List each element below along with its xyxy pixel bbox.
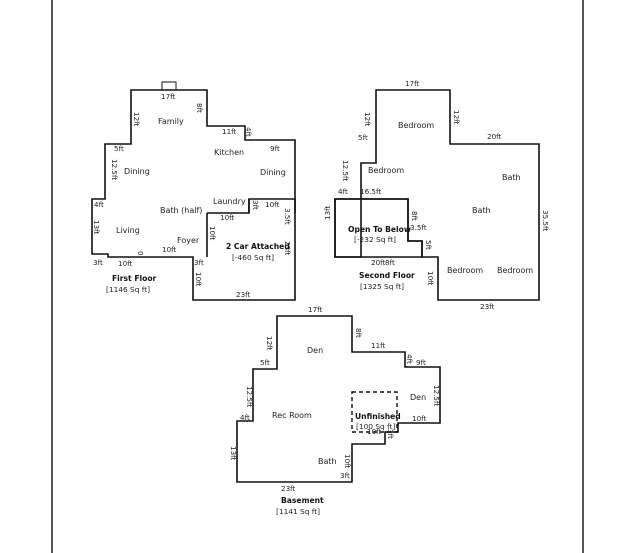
- dim-first-4ft-b: 4ft: [94, 200, 104, 209]
- dim-second-17ft: 17ft: [405, 79, 420, 88]
- dim-basement-11ft: 11ft: [371, 341, 386, 350]
- open-to-below-area: [-232 Sq ft]: [354, 235, 396, 244]
- dim-first-5ft: 5ft: [114, 144, 124, 153]
- dim-second-20ft: 20ft: [487, 132, 502, 141]
- dim-basement-3ft-b: 3ft: [340, 471, 350, 480]
- first-floor-title: First Floor: [112, 274, 157, 283]
- unfinished-area: [100 Sq ft]: [356, 422, 395, 431]
- dim-second-16-5ft: 16.5ft: [360, 187, 381, 196]
- dim-basement-12-5ft-b: 12.5ft: [432, 385, 441, 406]
- room-dining-2: Dining: [260, 168, 286, 177]
- open-to-below-title: Open To Below: [348, 225, 411, 234]
- dim-second-12-5ft: 12.5ft: [341, 160, 350, 181]
- dim-basement-10ft-b: 10ft: [367, 427, 382, 436]
- dim-basement-12ft: 12ft: [265, 336, 274, 351]
- dim-basement-4ft-b: 4ft: [240, 413, 250, 422]
- dim-second-5ft: 5ft: [358, 133, 368, 142]
- dim-first-9ft: 9ft: [270, 144, 280, 153]
- room-laundry: Laundry: [213, 197, 246, 206]
- dim-first-3-5ft: 3.5ft: [283, 208, 292, 225]
- first-floor-outline: [91, 89, 296, 301]
- second-floor-area: [1325 Sq ft]: [360, 282, 404, 291]
- room-living: Living: [116, 226, 140, 235]
- dim-basement-3ft-a: 3ft: [386, 429, 395, 439]
- dim-first-23ft: 23ft: [236, 290, 251, 299]
- basement-area: [1141 Sq ft]: [276, 507, 320, 516]
- dim-basement-10ft-a: 10ft: [412, 414, 427, 423]
- garage-area: [-460 Sq ft]: [232, 253, 274, 262]
- dim-first-10ft-c: 10ft: [208, 226, 217, 241]
- first-floor-area: [1146 Sq ft]: [106, 285, 150, 294]
- dim-first-12-5ft: 12.5ft: [110, 159, 119, 180]
- room-bath-half: Bath (half): [160, 206, 202, 215]
- dim-second-12ft-a: 12ft: [363, 112, 372, 127]
- dim-second-13ft: 13ft: [323, 205, 332, 220]
- garage-title: 2 Car Attached: [226, 242, 290, 251]
- dim-basement-9ft: 9ft: [416, 358, 426, 367]
- unfinished-title: Unfinished: [355, 412, 401, 421]
- dim-basement-13ft: 13ft: [229, 446, 238, 461]
- dim-first-3ft-b: 3ft: [194, 258, 204, 267]
- dim-first-0: 0: [136, 251, 145, 256]
- room-rec-room: Rec Room: [272, 411, 312, 420]
- dim-basement-17ft: 17ft: [308, 305, 323, 314]
- room-dining-1: Dining: [124, 167, 150, 176]
- dim-second-8ft-b: 8ft: [385, 258, 395, 267]
- room-bath-right: Bath: [502, 173, 521, 182]
- dim-first-10ft-d: 10ft: [220, 213, 235, 222]
- dim-basement-4ft: 4ft: [405, 354, 414, 364]
- dim-second-35-5ft: 35.5ft: [541, 210, 550, 231]
- dim-second-4ft: 4ft: [338, 187, 348, 196]
- dim-second-12ft-b: 12ft: [452, 110, 461, 125]
- dim-first-3ft: 3ft: [93, 258, 103, 267]
- room-kitchen: Kitchen: [214, 148, 244, 157]
- room-bath-basement: Bath: [318, 457, 337, 466]
- room-bath-mid: Bath: [472, 206, 491, 215]
- basement-outline: [236, 315, 441, 483]
- dim-second-3-5ft: 3.5ft: [410, 223, 427, 232]
- dim-basement-10ft-c: 10ft: [343, 454, 352, 469]
- dim-first-23ft-v: 23ft: [283, 241, 292, 256]
- dim-basement-12-5ft-a: 12.5ft: [245, 386, 254, 407]
- dim-first-4ft: 4ft: [244, 127, 253, 137]
- dim-first-10ft-f: 10ft: [194, 272, 203, 287]
- dim-first-10ft-a: 10ft: [118, 259, 133, 268]
- room-foyer: Foyer: [177, 236, 200, 245]
- dim-second-8ft: 8ft: [410, 211, 419, 221]
- dim-first-12ft: 12ft: [132, 112, 141, 127]
- chimney: [161, 81, 177, 91]
- room-bedroom-br: Bedroom: [497, 266, 533, 275]
- dim-basement-8ft: 8ft: [354, 328, 363, 338]
- unfinished-outline: [351, 391, 398, 433]
- dim-second-23ft: 23ft: [480, 302, 495, 311]
- dim-first-8ft: 8ft: [195, 103, 204, 113]
- dim-second-10ft: 10ft: [426, 271, 435, 286]
- room-den-right: Den: [410, 393, 426, 402]
- dim-second-20ft-b: 20ft: [371, 258, 386, 267]
- second-floor-title: Second Floor: [359, 271, 415, 280]
- open-to-below-outline: [334, 198, 423, 258]
- dim-first-10ft-e: 10ft: [265, 200, 280, 209]
- dim-first-11ft: 11ft: [222, 127, 237, 136]
- dim-first-3ft-c: 3ft: [251, 200, 260, 210]
- room-bedroom-bl: Bedroom: [447, 266, 483, 275]
- dim-basement-5ft: 5ft: [260, 358, 270, 367]
- dim-second-5ft-b: 5ft: [424, 240, 433, 250]
- room-bedroom-top: Bedroom: [398, 121, 434, 130]
- room-bedroom-mid: Bedroom: [368, 166, 404, 175]
- dim-first-17ft: 17ft: [161, 92, 176, 101]
- dim-first-13ft: 13ft: [92, 220, 101, 235]
- room-den-top: Den: [307, 346, 323, 355]
- basement-title: Basement: [281, 496, 324, 505]
- dim-basement-23ft: 23ft: [281, 484, 296, 493]
- room-family: Family: [158, 117, 184, 126]
- dim-first-10ft-b: 10ft: [162, 245, 177, 254]
